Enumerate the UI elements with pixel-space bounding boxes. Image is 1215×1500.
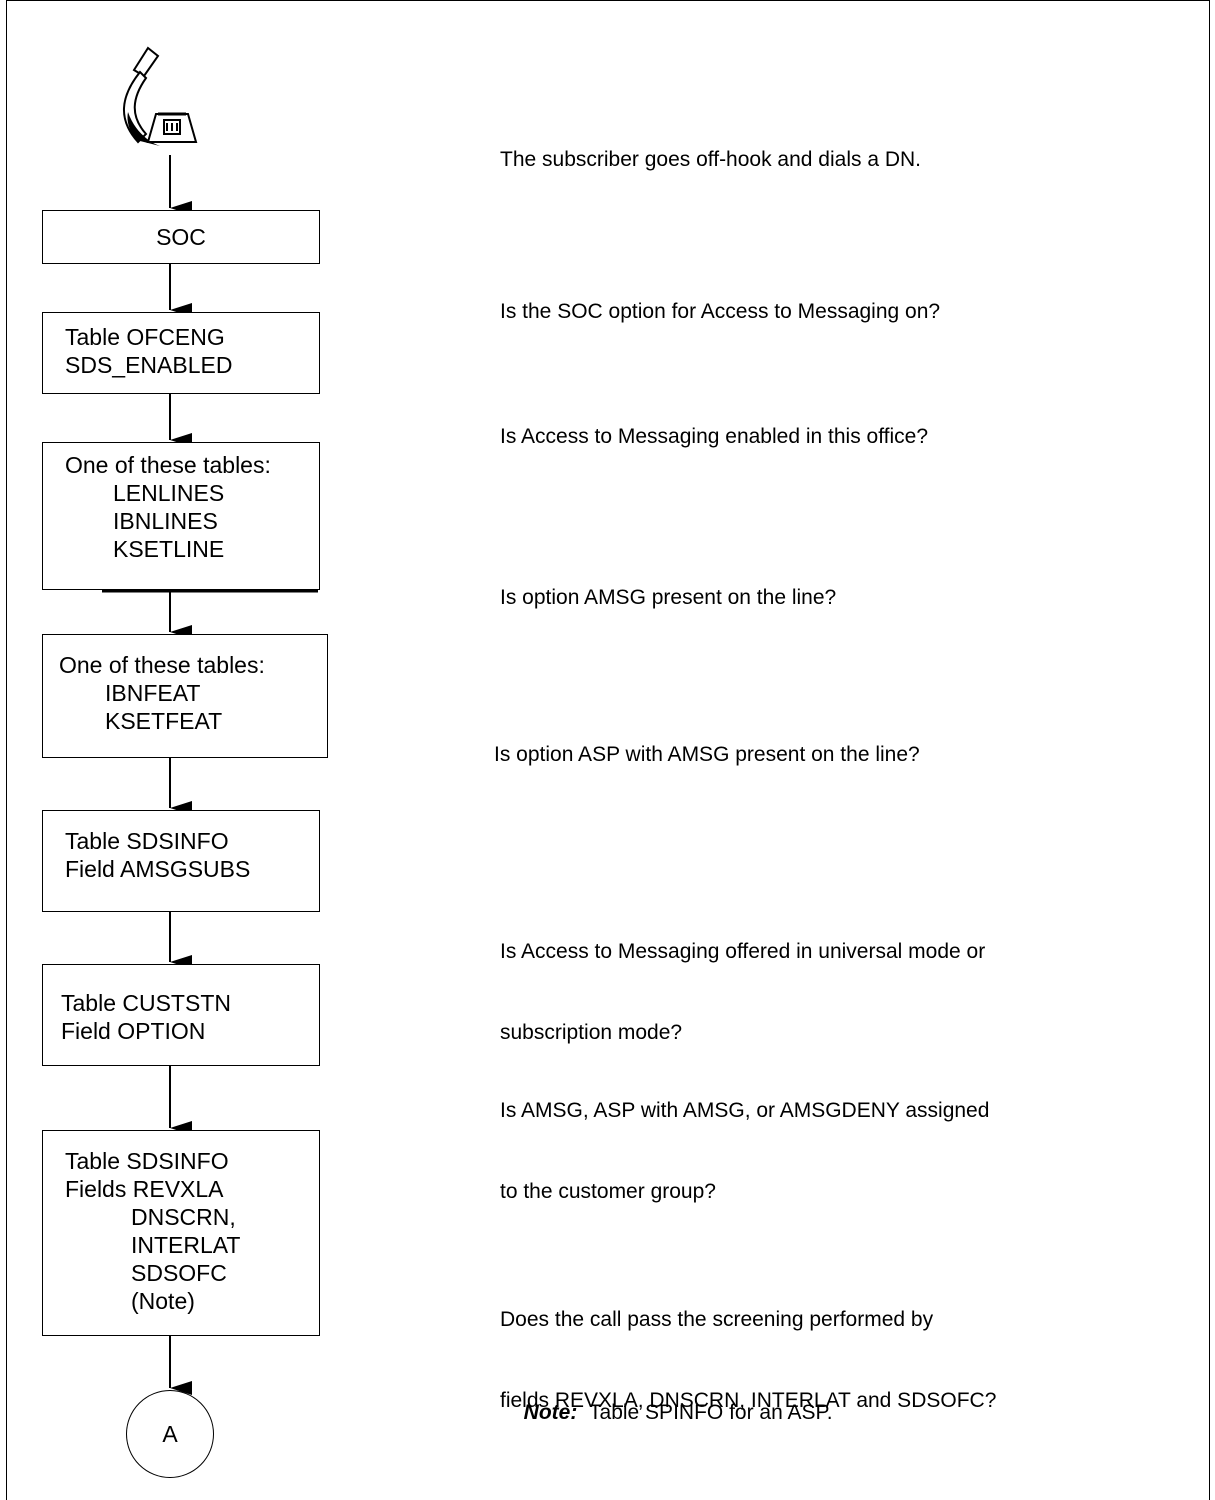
- step-box-line: SDSOFC: [131, 1260, 227, 1286]
- step-box-line: IBNFEAT: [105, 680, 201, 706]
- step-box-line: Field AMSGSUBS: [65, 856, 251, 882]
- step-box-line: LENLINES: [113, 480, 225, 506]
- step-box-soc: SOC: [42, 210, 320, 264]
- step-box-ofceng: Table OFCENG SDS_ENABLED: [42, 312, 320, 394]
- step-box-line: Table OFCENG: [65, 324, 225, 350]
- step-question: Is AMSG, ASP with AMSG, or AMSGDENY assi…: [500, 1099, 990, 1203]
- step-box-sdsinfo-fields: Table SDSINFO Fields REVXLA DNSCRN, INTE…: [42, 1130, 320, 1336]
- note-text: Table SPINFO for an ASP.: [589, 1401, 833, 1424]
- step-box-line: Table SDSINFO: [65, 1148, 229, 1174]
- step-question: Is option AMSG present on the line?: [500, 586, 837, 609]
- step-box-line: IBNLINES: [113, 508, 218, 534]
- step-box-line: SDS_ENABLED: [65, 352, 233, 378]
- step-question: Is the SOC option for Access to Messagin…: [500, 300, 941, 323]
- step-box-line: One of these tables:: [65, 452, 271, 478]
- step-question: Is option ASP with AMSG present on the l…: [494, 743, 920, 766]
- step-box-line: SOC: [156, 224, 206, 250]
- step-box-line: KSETFEAT: [105, 708, 223, 734]
- note: Note: Table SPINFO for an ASP.: [512, 1372, 833, 1426]
- telephone-icon: [123, 46, 198, 146]
- step-box-line: One of these tables:: [59, 652, 265, 678]
- note-label: Note:: [523, 1401, 578, 1424]
- step-box-line: KSETLINE: [113, 536, 225, 562]
- off-page-connector: A: [126, 1390, 214, 1478]
- step-box-line: Field OPTION: [61, 1018, 206, 1044]
- step-box-line: Table SDSINFO: [65, 828, 229, 854]
- step-box-line: DNSCRN,: [131, 1204, 236, 1230]
- step-box-line: Table CUSTSTN: [61, 990, 231, 1016]
- step-box-line: INTERLAT: [131, 1232, 241, 1258]
- step-question: Is Access to Messaging enabled in this o…: [500, 425, 929, 448]
- step-box-line: Fields REVXLA: [65, 1176, 224, 1202]
- start-description: The subscriber goes off-hook and dials a…: [500, 148, 922, 171]
- step-box-custstn: Table CUSTSTN Field OPTION: [42, 964, 320, 1066]
- step-question: Does the call pass the screening perform…: [500, 1308, 997, 1412]
- step-box-feat-tables: One of these tables: IBNFEAT KSETFEAT: [42, 634, 328, 758]
- page-frame: [6, 0, 1210, 1500]
- step-box-line-tables: One of these tables: LENLINES IBNLINES K…: [42, 442, 320, 590]
- step-question: Is Access to Messaging offered in univer…: [500, 940, 986, 1044]
- step-box-line: (Note): [131, 1288, 195, 1314]
- step-box-sdsinfo-amsgsubs: Table SDSINFO Field AMSGSUBS: [42, 810, 320, 912]
